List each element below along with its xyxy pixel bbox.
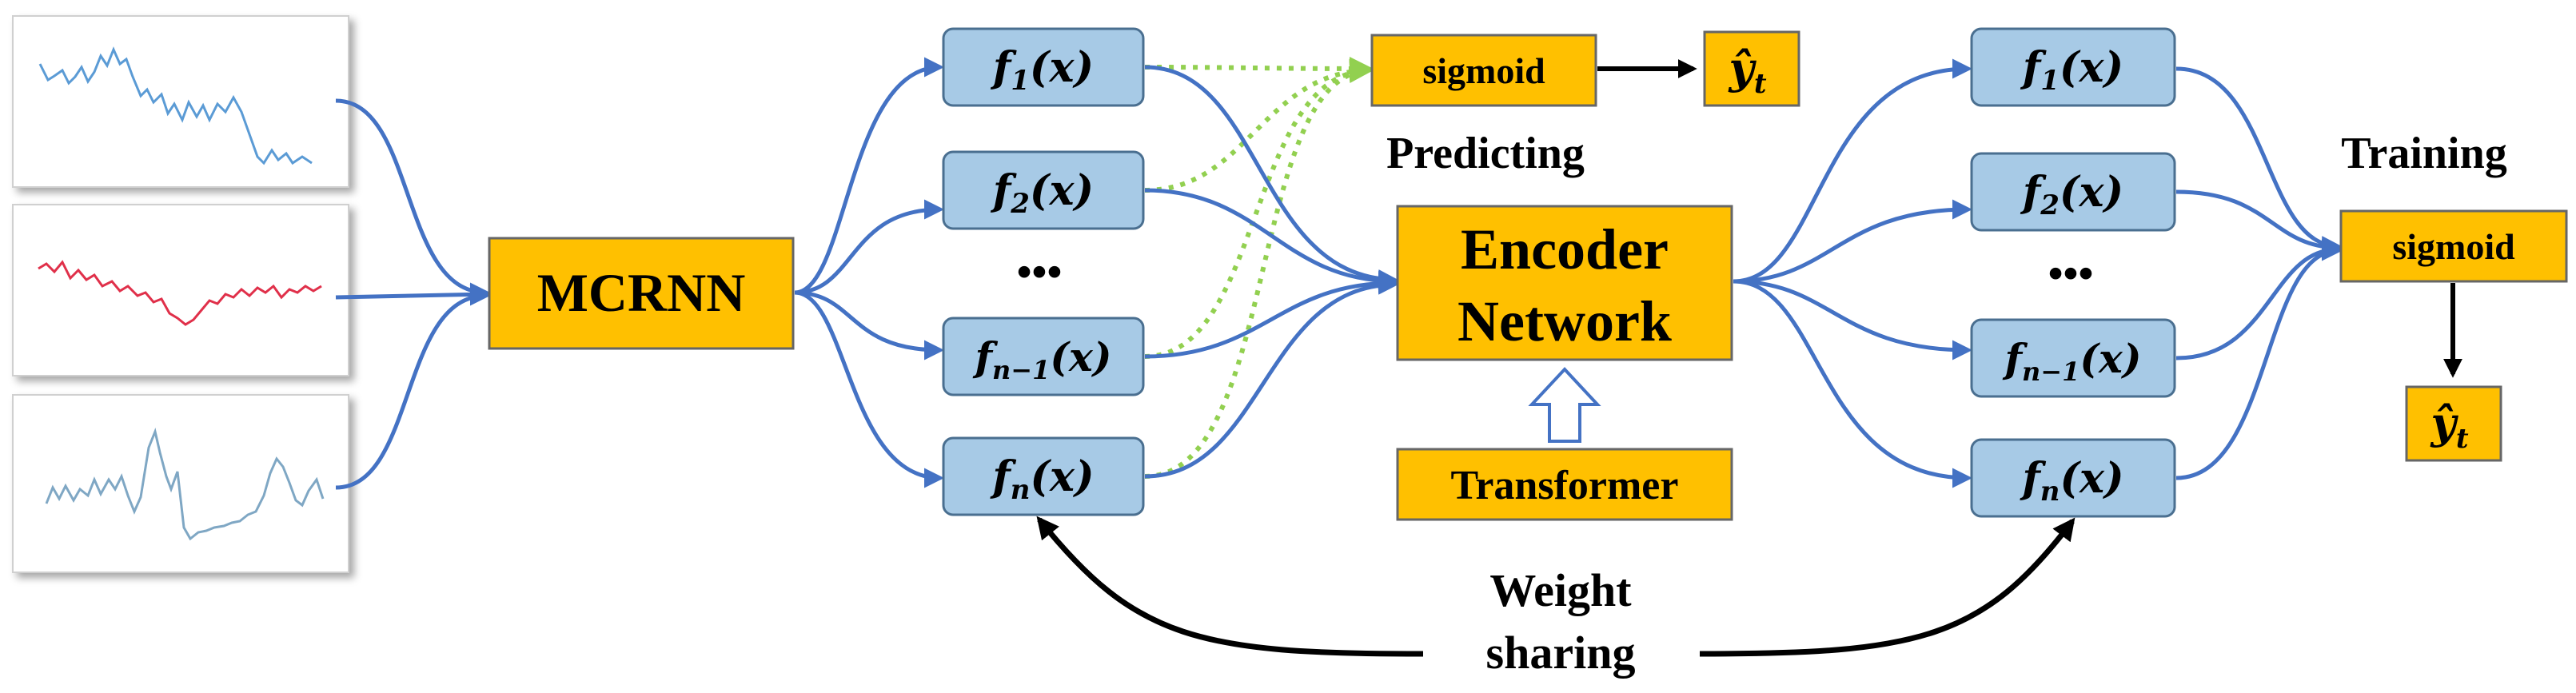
transformer-box: Transformer: [1396, 448, 1733, 521]
encoder-network-box: Encoder Network: [1396, 205, 1733, 361]
feature-box-f2-right: f2(x): [1970, 152, 2176, 232]
connectors-features-to-sigmoid-predict: [1144, 56, 1374, 479]
time-series-panel-1: [12, 15, 349, 188]
encoder-label-line2: Network: [1457, 289, 1672, 353]
feature-box-f2-left: f2(x): [942, 150, 1145, 230]
weight-sharing-label-line2: sharing: [1486, 627, 1636, 679]
sigmoid-train-box: sigmoid: [2339, 209, 2568, 283]
svg-text:ŷt: ŷt: [1728, 42, 1766, 100]
svg-text:f1(x): f1(x): [990, 43, 1094, 97]
weight-sharing-arrows: [1036, 516, 2076, 657]
connectors-series-to-mcrnn: [335, 98, 490, 490]
ellipsis-right: •••: [2048, 249, 2094, 297]
encoder-label-line1: Encoder: [1461, 217, 1669, 281]
feature-box-fn-left: fn(x): [942, 436, 1145, 516]
hollow-up-arrow-icon: [1528, 367, 1601, 443]
ellipsis-left: •••: [1017, 248, 1063, 296]
connectors-features-to-sigmoid-train: [2175, 66, 2342, 480]
svg-text:f2(x): f2(x): [2020, 168, 2123, 221]
predicting-label: Predicting: [1386, 129, 1585, 178]
feature-column-right: f1(x) f2(x) ••• fn−1(x) fn(x): [1970, 27, 2176, 518]
feature-box-f1-right: f1(x): [1970, 27, 2176, 107]
line-chart-icon: [38, 260, 322, 326]
connectors-features-to-encoder: [1144, 65, 1398, 479]
svg-text:f2(x): f2(x): [990, 166, 1094, 220]
feature-box-fn-right: fn(x): [1970, 438, 2176, 518]
line-chart-icon: [38, 46, 313, 165]
line-chart-icon: [45, 427, 325, 541]
svg-text:fn(x): fn(x): [989, 452, 1094, 506]
output-predict-box: ŷt: [1703, 30, 1800, 107]
time-series-panel-2: [12, 204, 349, 376]
feature-box-fn1-left: fn−1(x): [942, 317, 1145, 396]
feature-box-fn1-right: fn−1(x): [1970, 318, 2176, 398]
time-series-thumbnails: [12, 15, 349, 573]
svg-text:ŷt: ŷt: [2430, 397, 2468, 455]
time-series-panel-3: [12, 394, 349, 573]
transformer-label: Transformer: [1451, 463, 1679, 508]
sigmoid-predict-box: sigmoid: [1370, 34, 1597, 107]
weight-sharing-label-line1: Weight: [1489, 564, 1632, 616]
connectors-mcrnn-to-features: [794, 57, 944, 488]
connectors-encoder-to-features: [1733, 58, 1972, 488]
output-train-box: ŷt: [2405, 385, 2502, 462]
sigmoid-train-label: sigmoid: [2392, 226, 2515, 267]
training-label: Training: [2341, 129, 2506, 178]
feature-box-f1-left: f1(x): [942, 27, 1145, 107]
svg-text:fn−1(x): fn−1(x): [2003, 335, 2142, 387]
svg-text:fn(x): fn(x): [2019, 454, 2123, 508]
feature-column-left: f1(x) f2(x) ••• fn−1(x) fn(x): [942, 27, 1145, 516]
mcrnn-label: MCRNN: [537, 262, 746, 323]
svg-text:f1(x): f1(x): [2020, 43, 2123, 97]
svg-text:fn−1(x): fn−1(x): [973, 333, 1112, 385]
mcrnn-box: MCRNN: [488, 237, 795, 350]
sigmoid-predict-label: sigmoid: [1422, 50, 1545, 91]
